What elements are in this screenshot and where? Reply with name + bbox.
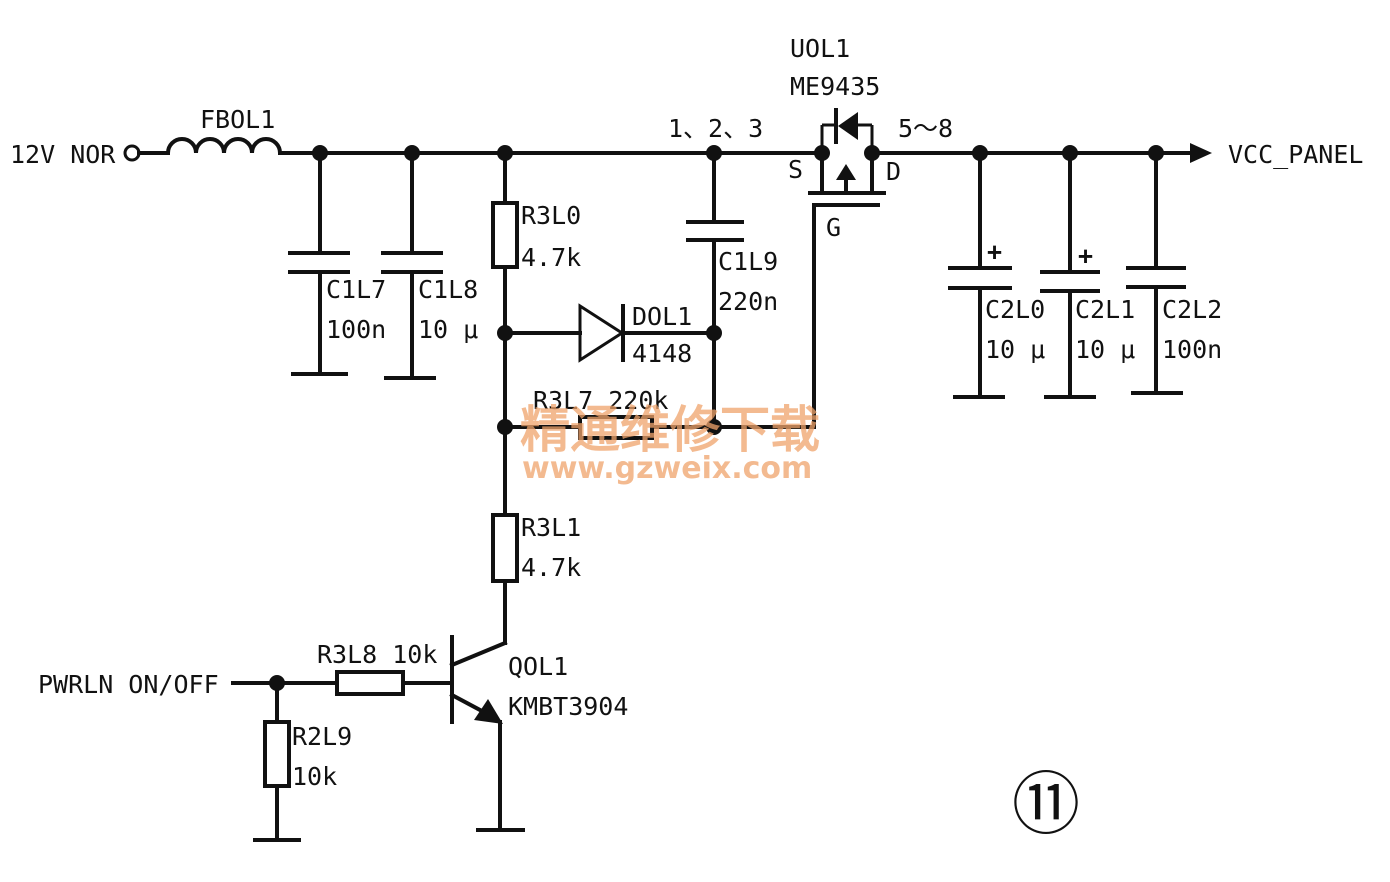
q0l1-part-label: KMBT3904 bbox=[508, 692, 628, 721]
figure-number-label: ⑪ bbox=[1012, 766, 1080, 845]
watermark-title: 精通维修下载 bbox=[520, 401, 820, 459]
drain-pin-label: D bbox=[886, 157, 901, 186]
capacitor-c2l1 bbox=[1040, 151, 1100, 399]
resistor-r2l9 bbox=[263, 720, 291, 788]
c1l8-value-label: 10 μ bbox=[418, 315, 478, 344]
mosfet-uol1 bbox=[808, 108, 886, 195]
transistor-q0l1 bbox=[449, 635, 525, 832]
resistor-r3l1 bbox=[491, 513, 519, 583]
output-net-label: VCC_PANEL bbox=[1228, 140, 1363, 169]
mosfet-ref-label: UOL1 bbox=[790, 34, 850, 63]
mosfet-part-label: ME9435 bbox=[790, 72, 880, 101]
drain-pins-label: 5～8 bbox=[898, 114, 953, 143]
diode-d0l1 bbox=[503, 303, 716, 363]
c1l7-value-label: 100n bbox=[326, 315, 386, 344]
emitter-arrow-icon bbox=[474, 699, 503, 724]
q0l1-ref-label: QOL1 bbox=[508, 652, 568, 681]
r3l0-value-label: 4.7k bbox=[521, 243, 581, 272]
r2l9-ref-label: R2L9 bbox=[292, 722, 352, 751]
output-arrow-icon bbox=[1190, 143, 1212, 163]
c1l9-ref-label: C1L9 bbox=[718, 247, 778, 276]
r3l7-label: R3L7 220k bbox=[533, 386, 668, 415]
r2l9-value-label: 10k bbox=[292, 762, 337, 791]
d0l1-ref-label: DOL1 bbox=[632, 302, 692, 331]
input-terminal bbox=[123, 144, 141, 162]
ferrite-bead-fbol1 bbox=[165, 137, 283, 156]
c2l2-ref-label: C2L2 bbox=[1162, 295, 1222, 324]
c2l1-plus-icon: + bbox=[1078, 241, 1093, 270]
resistor-r3l0 bbox=[491, 201, 519, 269]
c1l8-ref-label: C1L8 bbox=[418, 275, 478, 304]
r3l1-ref-label: R3L1 bbox=[521, 513, 581, 542]
c2l2-value-label: 100n bbox=[1162, 335, 1222, 364]
capacitor-c2l0 bbox=[948, 151, 1012, 399]
c2l0-plus-icon: + bbox=[987, 237, 1002, 266]
source-pins-label: 1、2、3 bbox=[668, 114, 763, 143]
source-pin-label: S bbox=[788, 155, 803, 184]
c2l1-value-label: 10 μ bbox=[1075, 335, 1135, 364]
c2l0-ref-label: C2L0 bbox=[985, 295, 1045, 324]
r3l0-ref-label: R3L0 bbox=[521, 201, 581, 230]
r3l8-label: R3L8 10k bbox=[317, 640, 437, 669]
resistor-r3l7 bbox=[503, 415, 716, 440]
capacitor-c1l8 bbox=[381, 151, 443, 380]
c2l0-value-label: 10 μ bbox=[985, 335, 1045, 364]
capacitor-c1l7 bbox=[288, 151, 350, 376]
resistor-r3l8 bbox=[335, 670, 405, 696]
capacitor-c1l9 bbox=[686, 151, 744, 429]
c2l1-ref-label: C2L1 bbox=[1075, 295, 1135, 324]
input-net-label: 12V NOR bbox=[10, 140, 116, 169]
ferrite-label: FBOL1 bbox=[200, 105, 275, 134]
capacitor-c2l2 bbox=[1126, 151, 1186, 395]
d0l1-value-label: 4148 bbox=[632, 339, 692, 368]
watermark-url: www.gzweix.com bbox=[522, 451, 812, 486]
gate-pin-label: G bbox=[826, 213, 841, 242]
c1l7-ref-label: C1L7 bbox=[326, 275, 386, 304]
r3l1-value-label: 4.7k bbox=[521, 553, 581, 582]
body-diode-icon bbox=[838, 112, 858, 140]
c1l9-value-label: 220n bbox=[718, 287, 778, 316]
control-net-label: PWRLN ON/OFF bbox=[38, 670, 219, 699]
gate-wire bbox=[712, 203, 880, 429]
